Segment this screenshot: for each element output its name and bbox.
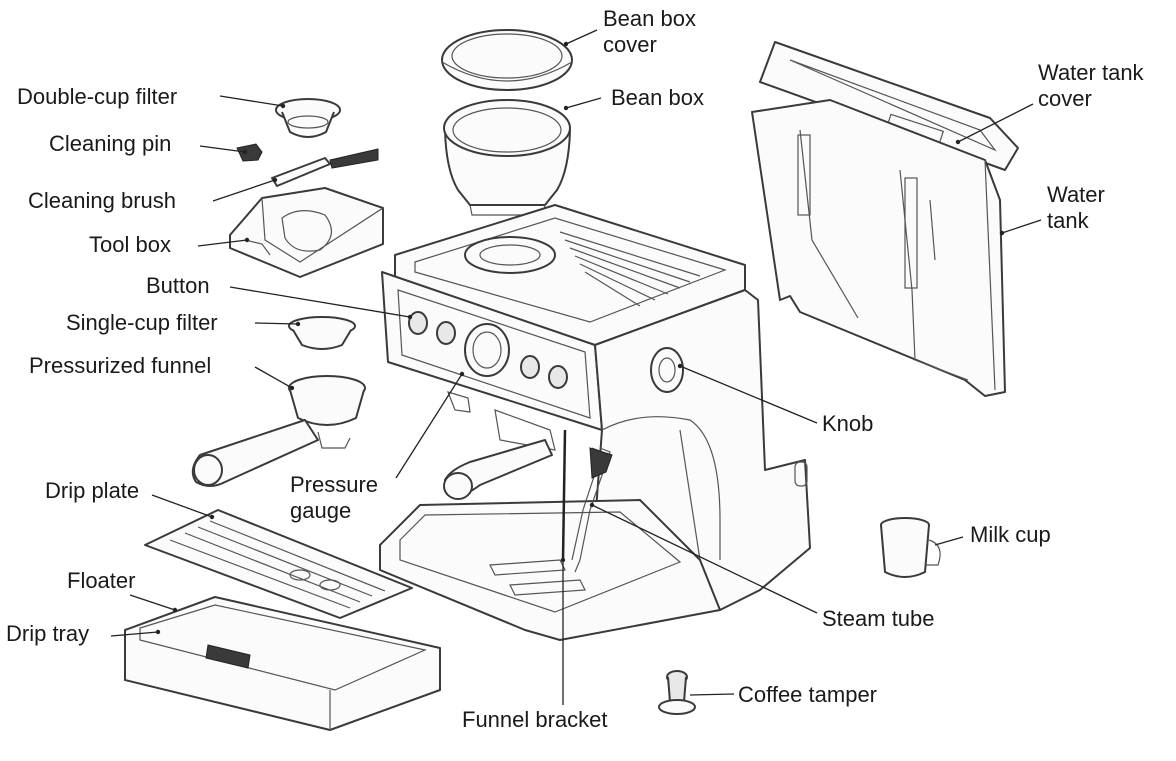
label-pressure-gauge: Pressure gauge — [290, 472, 379, 523]
double-cup-filter-part — [275, 98, 341, 138]
label-double-cup-filter: Double-cup filter — [17, 84, 178, 109]
label-cleaning-brush: Cleaning brush — [28, 188, 176, 213]
label-knob: Knob — [822, 411, 874, 436]
bean-box-cover-part — [441, 29, 573, 91]
label-water-tank: Water tank — [1047, 182, 1105, 233]
espresso-machine-body — [379, 204, 811, 641]
label-floater: Floater — [67, 568, 136, 593]
pressurized-funnel-part — [191, 375, 366, 487]
label-bean-box: Bean box — [611, 85, 704, 110]
label-bean-box-cover: Bean box cover — [603, 6, 696, 57]
label-pressurized-funnel: Pressurized funnel — [29, 353, 212, 378]
drip-plate-part — [144, 509, 413, 619]
cleaning-brush-part — [271, 148, 379, 187]
label-cleaning-pin: Cleaning pin — [49, 131, 172, 156]
coffee-tamper-part — [658, 670, 696, 715]
label-funnel-bracket: Funnel bracket — [462, 707, 608, 732]
label-water-tank-cover: Water tank cover — [1038, 60, 1144, 111]
label-tool-box: Tool box — [89, 232, 171, 257]
drip-tray-part — [124, 596, 441, 731]
label-steam-tube: Steam tube — [822, 606, 935, 631]
cleaning-pin-part — [236, 143, 263, 162]
label-button: Button — [146, 273, 210, 298]
label-drip-tray: Drip tray — [6, 621, 90, 646]
label-milk-cup: Milk cup — [970, 522, 1051, 547]
label-single-cup-filter: Single-cup filter — [66, 310, 218, 335]
milk-cup-part — [880, 517, 941, 578]
label-drip-plate: Drip plate — [45, 478, 140, 503]
single-cup-filter-part — [288, 316, 356, 350]
leader-lines — [110, 29, 1042, 705]
label-coffee-tamper: Coffee tamper — [738, 682, 878, 707]
water-tank-part — [751, 99, 1006, 397]
tool-box-part — [229, 187, 384, 278]
bean-box-part — [443, 99, 571, 216]
